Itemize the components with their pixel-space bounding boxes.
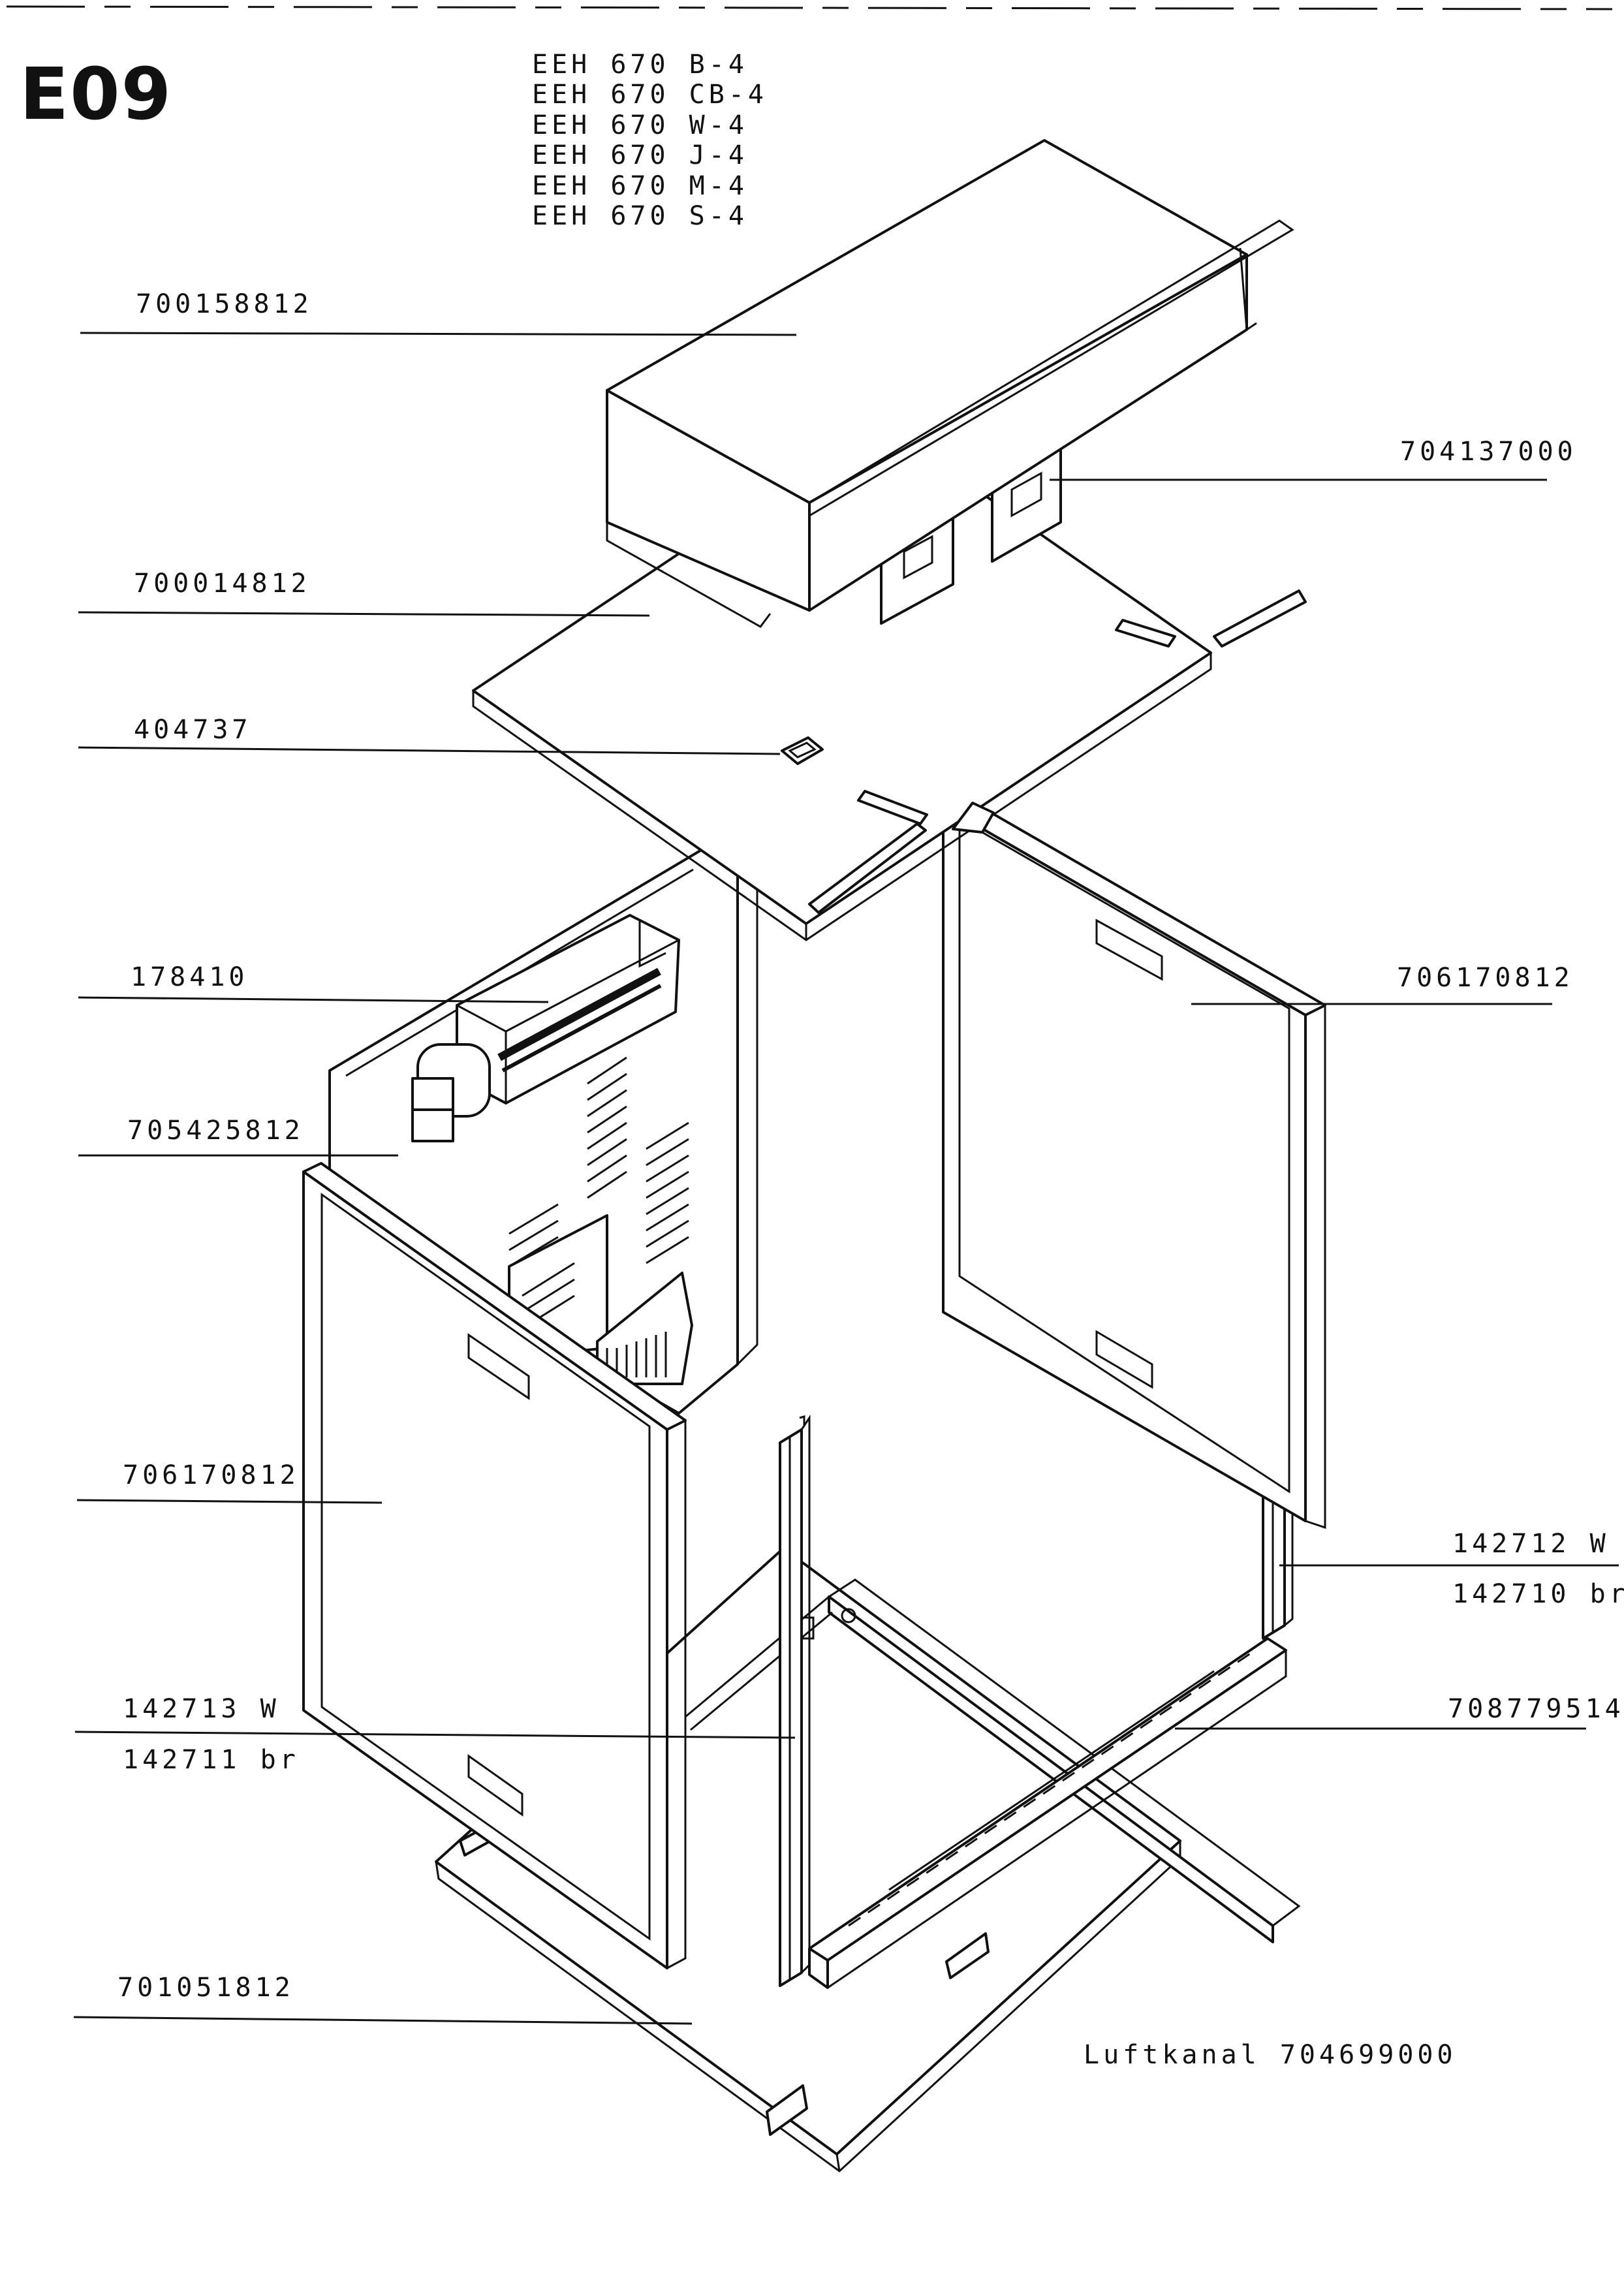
label-top-cover: 700158812: [136, 289, 313, 319]
label-right-strip-w: 142712 W: [1452, 1529, 1610, 1559]
model-line: EEH 670 B-4: [532, 50, 748, 80]
top-cover-part: [606, 139, 1294, 628]
label-air-duct: Luftkanal 704699000: [1084, 2040, 1457, 2070]
model-line: EEH 670 CB-4: [532, 80, 768, 110]
model-line: EEH 670 M-4: [532, 170, 748, 201]
top-plate-part: [472, 420, 1307, 941]
label-base-plate: 701051812: [117, 1973, 294, 2003]
label-fan-motor: 178410: [131, 962, 249, 992]
label-left-strip-w: 142713 W: [123, 1694, 280, 1724]
label-top-plate: 700014812: [134, 569, 311, 599]
label-left-side-panel: 706170812: [123, 1460, 300, 1490]
model-line: EEH 670 J-4: [532, 140, 748, 171]
left-side-panel-part: [302, 1162, 687, 1969]
left-strip-part: [779, 1415, 811, 1987]
scan-edge: [6, 5, 1613, 10]
label-right-side-panel: 706170812: [1397, 963, 1574, 993]
front-rail-part: [808, 1637, 1287, 1989]
label-top-right-vents: 704137000: [1400, 437, 1577, 467]
fan-motor-part: [411, 914, 680, 1142]
label-clip: 404737: [134, 715, 252, 745]
sheet-code-handwritten: E09: [20, 52, 173, 136]
model-list: EEH 670 B-4 EEH 670 CB-4 EEH 670 W-4 EEH…: [532, 50, 768, 231]
label-rear-wall: 705425812: [127, 1116, 304, 1146]
label-right-strip-br: 142710 br: [1452, 1579, 1624, 1609]
label-front-rail: 708779514: [1448, 1694, 1624, 1724]
leader-lines: [73, 332, 1619, 2025]
label-left-strip-br: 142711 br: [123, 1745, 300, 1775]
model-line: EEH 670 W-4: [532, 110, 748, 140]
model-line: EEH 670 S-4: [532, 200, 748, 231]
right-side-panel-part: [942, 795, 1326, 1529]
